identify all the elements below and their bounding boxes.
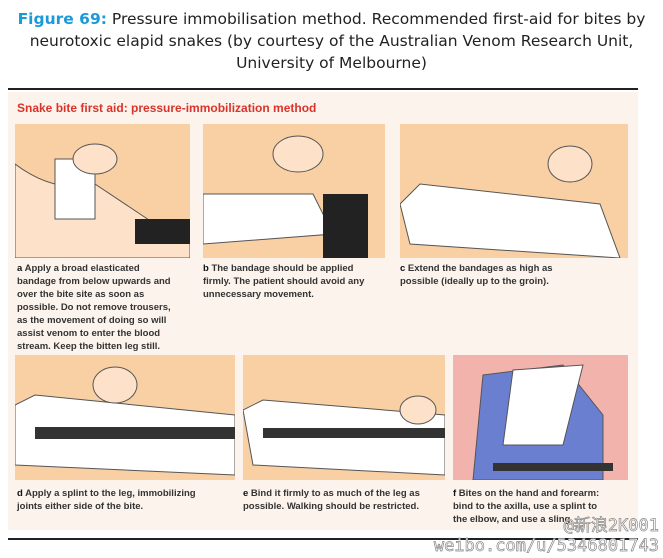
watermark-url: weibo.com/u/5346801743	[433, 536, 659, 557]
watermark-handle: @新浪2K001	[563, 516, 659, 537]
step-b-text: b The bandage should be applied firmly. …	[203, 263, 365, 300]
step-f-text: f Bites on the hand and forearm: bind to…	[453, 488, 600, 525]
illustration-b	[203, 124, 385, 258]
step-d-text: d Apply a splint to the leg, immobilizin…	[17, 488, 196, 512]
bottom-rule	[8, 538, 638, 540]
illustration-e	[243, 355, 445, 480]
illustration-c	[400, 124, 628, 258]
step-c-text: c Extend the bandages as high as possibl…	[400, 263, 553, 287]
illustration-a	[15, 124, 190, 258]
figure-label: Figure 69:	[17, 10, 107, 28]
panel-title: Snake bite first aid: pressure-immobiliz…	[17, 101, 317, 115]
top-rule	[8, 88, 638, 90]
caption-text: Pressure immobilisation method. Recommen…	[29, 10, 646, 72]
step-e-text: e Bind it firmly to as much of the leg a…	[243, 488, 420, 512]
step-a-text: a Apply a broad elasticated bandage from…	[17, 263, 171, 352]
illustration-d	[15, 355, 235, 480]
figure-caption: Figure 69: Pressure immobilisation metho…	[0, 8, 663, 74]
illustration-f	[453, 355, 628, 480]
